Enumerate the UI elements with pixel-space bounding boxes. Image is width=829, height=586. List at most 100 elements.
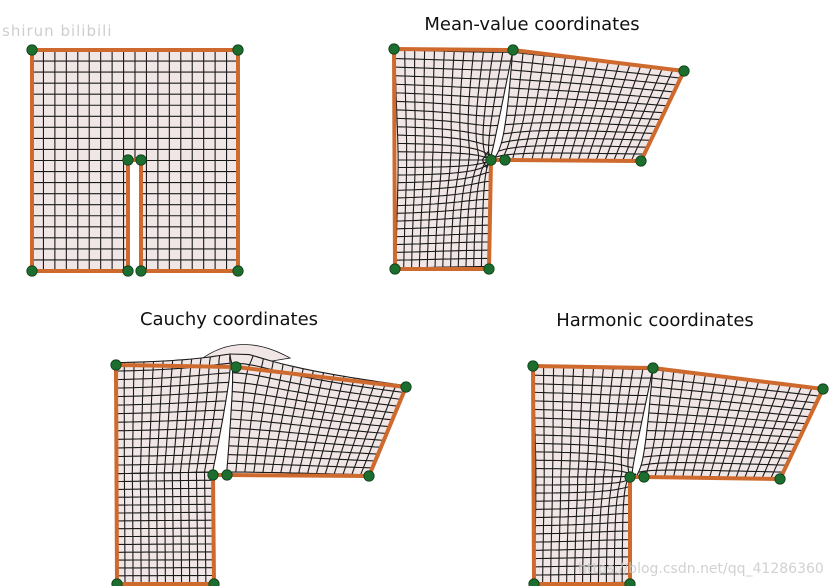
grid-line — [307, 374, 335, 474]
grid-line — [396, 241, 490, 246]
grid-line — [116, 511, 214, 514]
grid-line — [396, 100, 502, 108]
grid-line — [648, 412, 807, 425]
grid-line — [511, 69, 678, 86]
grid-line — [558, 477, 562, 584]
grid-line — [494, 152, 644, 158]
grid-line — [397, 189, 491, 199]
grid-line — [531, 56, 556, 161]
grid-line — [227, 462, 373, 469]
grid-line — [535, 434, 639, 441]
grid-line — [535, 451, 635, 459]
grid-line — [139, 361, 145, 474]
grid-line — [231, 400, 393, 421]
grid-line — [621, 475, 630, 583]
grid-line — [398, 153, 493, 169]
grid-line — [351, 382, 387, 475]
grid-line — [271, 366, 294, 473]
grid-line — [641, 462, 786, 466]
grid-line — [116, 454, 217, 458]
grid-line — [232, 372, 402, 400]
cage-vertex — [122, 265, 134, 277]
grid-line — [333, 379, 366, 475]
cage-vertex — [528, 578, 540, 586]
grid-line — [114, 381, 229, 389]
grid-line — [396, 224, 490, 230]
grid-line — [534, 417, 642, 423]
grid-line — [636, 369, 654, 477]
grid-line — [535, 468, 633, 477]
cage-vertex — [817, 383, 829, 395]
panel-harmonic — [527, 360, 829, 586]
grid-line — [397, 198, 491, 207]
grid-line — [395, 75, 508, 80]
cage-vertex — [400, 381, 412, 393]
grid-line — [342, 381, 376, 475]
grid-line — [534, 391, 648, 397]
grid-line — [232, 391, 396, 414]
grid-line — [535, 521, 631, 527]
cage-vertex — [363, 470, 375, 482]
grid-line — [395, 257, 490, 261]
grid-line — [230, 418, 387, 435]
grid-line — [534, 573, 630, 576]
grid-line — [535, 486, 631, 494]
grid-line — [116, 519, 214, 522]
grid-line — [228, 445, 379, 455]
grid-line — [534, 556, 631, 560]
grid-line — [503, 129, 654, 135]
grid-line — [646, 430, 800, 439]
cage-vertex — [485, 154, 497, 166]
grid-line — [228, 454, 376, 462]
cage-vertex — [388, 43, 400, 55]
grid-line — [449, 51, 455, 161]
panel-cauchy — [110, 344, 412, 586]
grid-line — [540, 57, 566, 161]
grid-line — [505, 122, 657, 128]
grid-line — [475, 52, 484, 161]
grid-line — [397, 171, 491, 184]
cage-vertex — [389, 263, 401, 275]
cage-vertex — [499, 154, 511, 166]
grid-line — [116, 503, 214, 506]
grid-line — [396, 233, 490, 238]
grid-line — [708, 378, 738, 479]
shape-fill — [636, 369, 823, 479]
grid-line — [506, 114, 661, 121]
grid-line — [577, 62, 609, 161]
grid-line — [298, 372, 325, 474]
cage-vertex — [647, 362, 659, 374]
grid-line — [226, 353, 234, 473]
shape-fill — [395, 152, 500, 268]
cage-vertex — [221, 469, 233, 481]
grid-line — [394, 57, 511, 62]
grid-line — [396, 117, 498, 127]
grid-line — [131, 362, 135, 474]
grid-line — [232, 381, 399, 407]
grid-line — [396, 92, 504, 98]
grid-line — [650, 394, 813, 411]
grid-line — [404, 50, 408, 160]
grid-line — [585, 368, 595, 477]
grid-line — [414, 50, 416, 161]
grid-line — [115, 409, 225, 415]
grid-line — [492, 52, 514, 161]
grid-line — [397, 162, 491, 176]
grid-line — [116, 471, 213, 475]
grid-line — [116, 527, 214, 530]
grid-line — [289, 370, 314, 474]
grid-line — [717, 380, 749, 479]
cage-vertex — [678, 65, 690, 77]
cage-vertex — [207, 469, 219, 481]
grid-line — [560, 367, 565, 478]
grid-line — [644, 446, 793, 452]
grid-line — [115, 427, 222, 432]
grid-line — [195, 356, 211, 473]
grid-line — [577, 367, 585, 477]
grid-line — [397, 142, 492, 156]
grid-line — [458, 51, 465, 161]
cage-vertex — [110, 359, 122, 371]
grid-line — [533, 374, 651, 379]
grid-line — [589, 476, 596, 583]
